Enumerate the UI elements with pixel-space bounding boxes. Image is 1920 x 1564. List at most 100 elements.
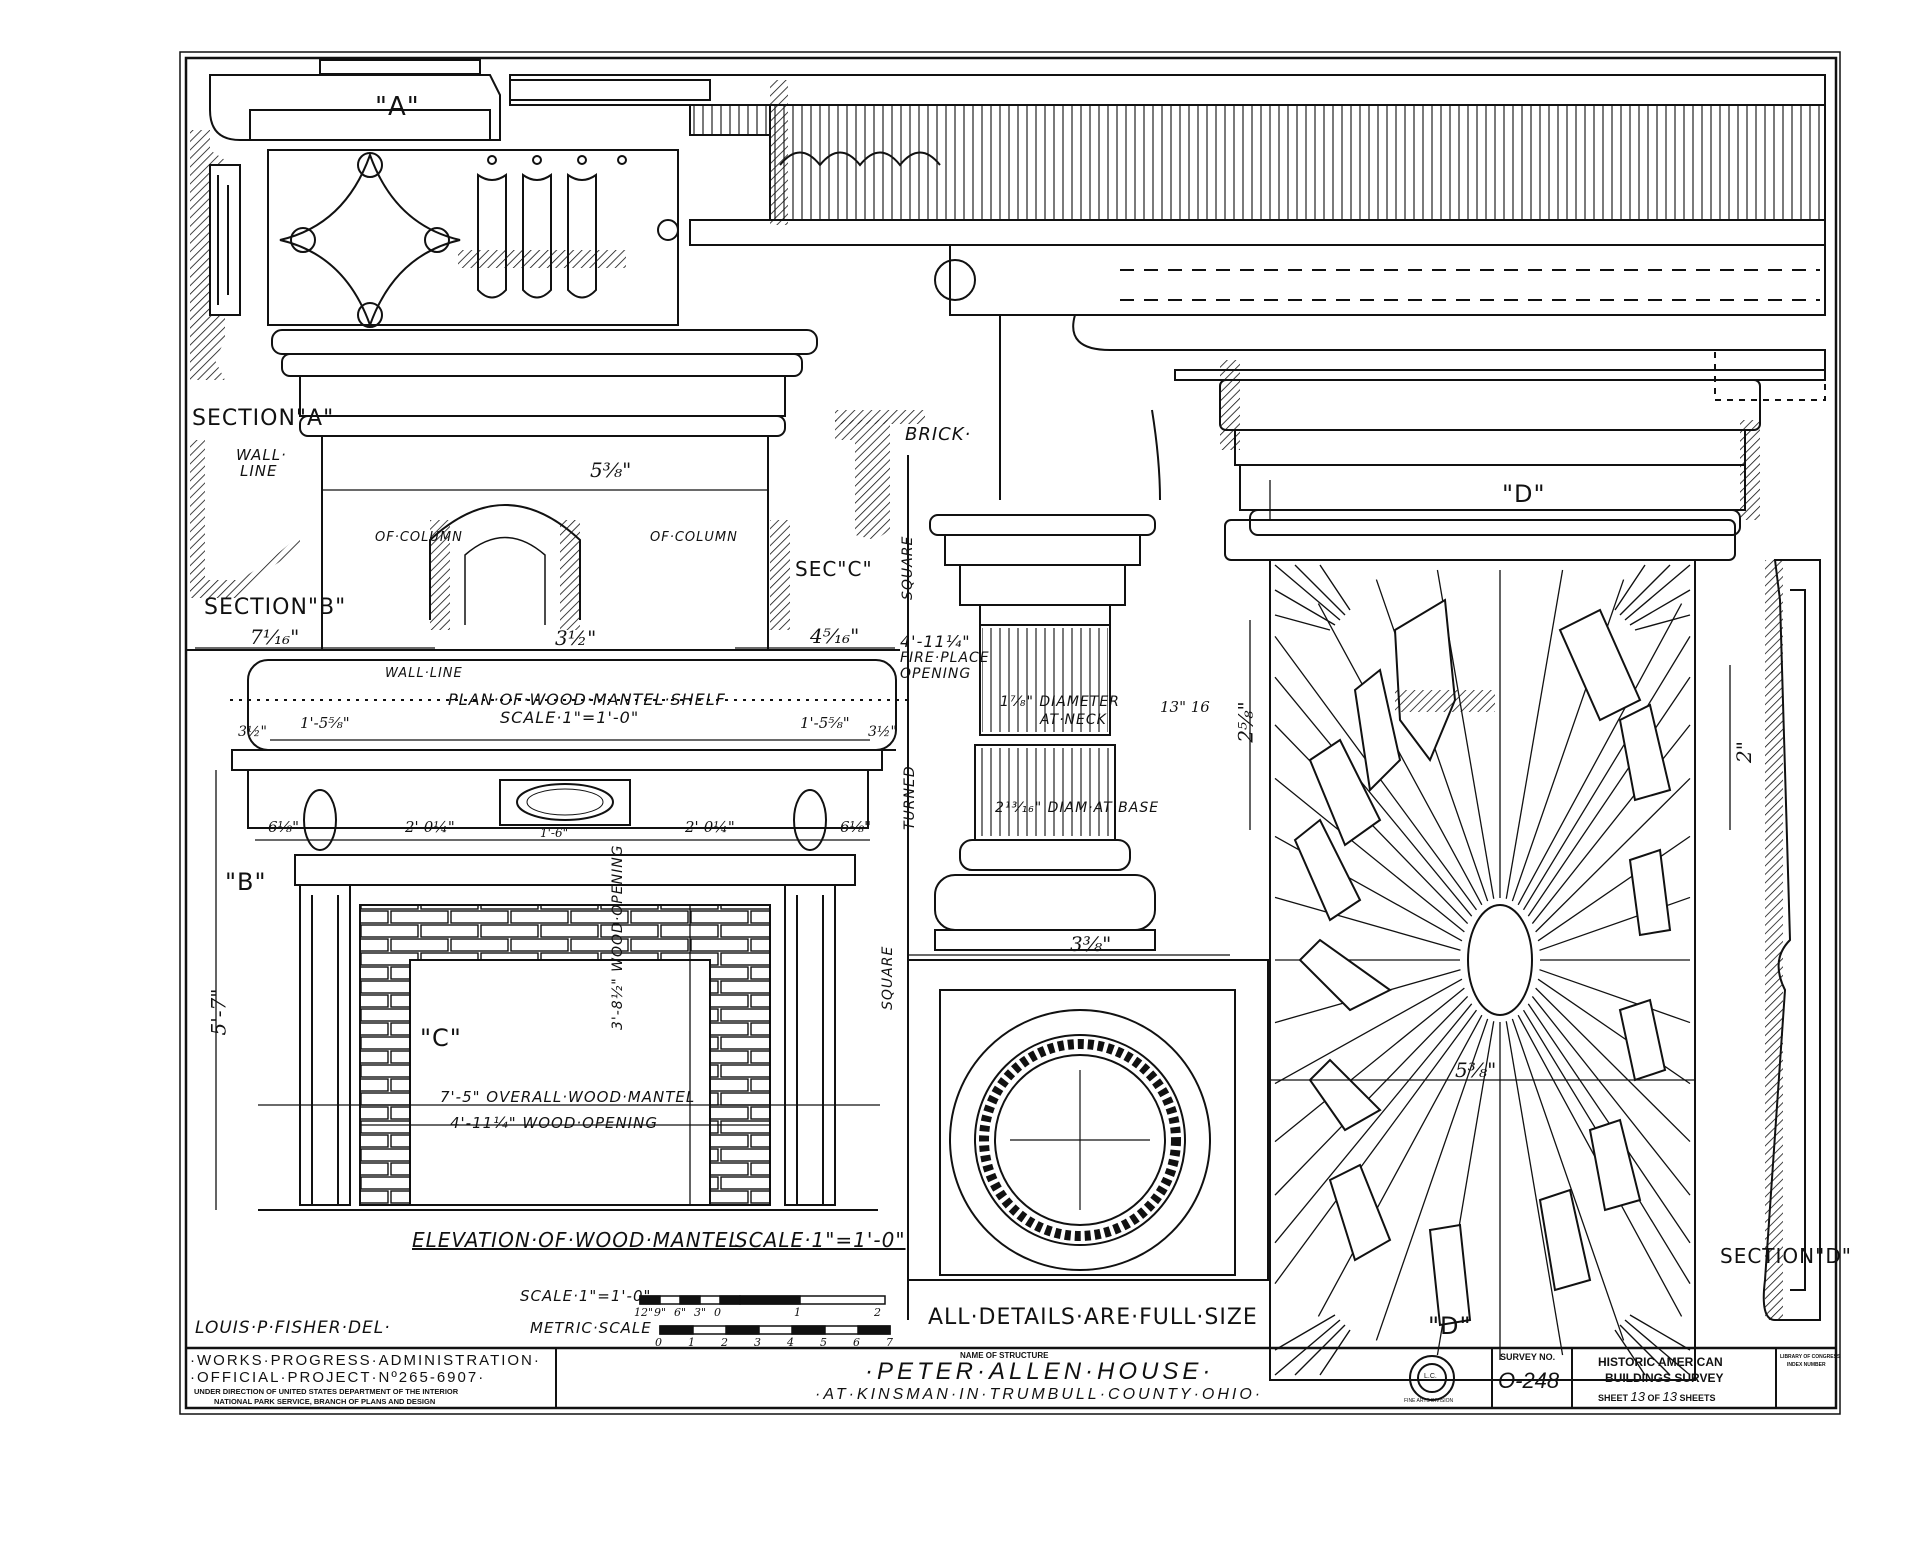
sunburst-ray — [1531, 724, 1691, 924]
overall-mantel-label: 7'-5" OVERALL·WOOD·MANTEL — [440, 1088, 696, 1106]
delineator: LOUIS·P·FISHER·DEL· — [195, 1318, 391, 1338]
turned-label: TURNED — [902, 765, 918, 830]
scale-tick-label: 6" — [674, 1306, 687, 1319]
diam-base-label: 2¹³⁄₁₆" DIAM·AT·BASE — [995, 800, 1160, 816]
dim-5-3-8-top: 5³⁄₈" — [590, 458, 632, 482]
of-column-left: OF·COLUMN — [375, 530, 463, 545]
section-d-mark-bottom: "D" — [1428, 1312, 1472, 1340]
plan-wall-hatch — [190, 410, 925, 630]
loc-line-1: LIBRARY OF CONGRESS — [1780, 1354, 1841, 1360]
sunburst-ray — [1274, 987, 1465, 1143]
metric-scale-label: METRIC·SCALE — [530, 1319, 652, 1337]
metric-tick-label: 5 — [820, 1336, 827, 1349]
dim-2-0-1-4-left: 2'-0¼" — [405, 818, 455, 836]
sunburst-ray — [1535, 777, 1691, 933]
sheet-suffix: SHEETS — [1679, 1393, 1716, 1403]
sunburst-ray — [1274, 1003, 1473, 1244]
wpa-line-4: NATIONAL PARK SERVICE, BRANCH OF PLANS A… — [214, 1397, 436, 1406]
wall-line-label-1: WALL· — [236, 446, 287, 464]
seal-center: L.C. — [1424, 1373, 1437, 1380]
scale-tick-label: 2 — [874, 1306, 881, 1319]
dim-3-1-2-right: 3½" — [868, 724, 897, 740]
dim-5-3-8-capital: 5³⁄₈" — [1455, 1058, 1497, 1082]
dim-3-1-2: 3½" — [555, 626, 597, 650]
loc-line-2: INDEX NUMBER — [1787, 1362, 1826, 1368]
sunburst-ray — [1527, 676, 1691, 917]
sunburst-ray — [1505, 569, 1564, 899]
sunburst-ray — [1375, 1018, 1489, 1341]
sunburst-ray — [1317, 603, 1483, 906]
dim-2: 2" — [1731, 741, 1756, 763]
sunburst-ray — [1539, 969, 1691, 1024]
section-b-label: SECTION"B" — [204, 595, 347, 620]
habs-line-1: HISTORIC AMERICAN — [1598, 1355, 1723, 1369]
dim-6-1-8-right: 6⅛" — [840, 818, 871, 836]
sheet-no: 13 — [1630, 1389, 1645, 1404]
square-label-top: SQUARE — [900, 535, 916, 600]
section-a-profile — [190, 130, 241, 380]
scale-tick-label: 0 — [714, 1306, 721, 1319]
dim-7-1-16: 7¹⁄₁₆" — [250, 625, 300, 649]
habs-line-2: BUILDINGS SURVEY — [1605, 1371, 1724, 1385]
wpa-line-1: ·WORKS·PROGRESS·ADMINISTRATION· — [190, 1352, 541, 1369]
metric-tick-label: 4 — [787, 1336, 794, 1349]
fire-place-opening: OPENING — [900, 666, 972, 682]
section-a-label: SECTION"A" — [192, 406, 335, 431]
diameter-neck-label-2: AT·NECK — [1040, 712, 1107, 728]
sunburst-ray — [1517, 603, 1683, 906]
sunburst-ray — [1317, 1014, 1483, 1317]
section-d-mark-top: "D" — [1502, 480, 1546, 508]
plan-title: PLAN·OF·WOOD·MANTEL·SHELF — [448, 690, 726, 709]
scale-tick-label: 3" — [694, 1306, 707, 1319]
metric-tick-label: 2 — [721, 1336, 728, 1349]
dim-1-6: 1'-6" — [540, 826, 569, 840]
sunburst-ray — [1274, 978, 1463, 1085]
rosette-bead-ring — [979, 1039, 1181, 1241]
sunburst-ray — [1274, 777, 1465, 933]
sunburst-ray — [1274, 995, 1469, 1196]
frieze-hatch-band — [458, 250, 626, 268]
of-column-right: OF·COLUMN — [650, 530, 738, 545]
name-of-structure-caption: NAME OF STRUCTURE — [960, 1351, 1049, 1360]
dim-1-5-5-8-right: 1'-5⁵⁄₈" — [800, 714, 850, 732]
section-b-mark: "B" — [225, 868, 267, 896]
section-d-hatch — [1765, 560, 1783, 1320]
column-neck-flutes — [982, 628, 1108, 732]
diameter-neck-label-1: 1⁷⁄₈" DIAMETER — [1000, 694, 1120, 710]
brick-label: BRICK· — [905, 424, 972, 445]
sheet-number: SHEET 13 OF 13 SHEETS — [1598, 1389, 1716, 1404]
sec-c-label: SEC"C" — [795, 557, 873, 581]
details-note: ALL·DETAILS·ARE·FULL·SIZE — [928, 1305, 1258, 1330]
metric-tick-label: 0 — [655, 1336, 662, 1349]
metric-tick-label: 6 — [853, 1336, 860, 1349]
dimension-lines — [195, 480, 1731, 1210]
entablature-detail — [509, 74, 1826, 536]
sheet-of: OF — [1647, 1393, 1661, 1403]
sunburst-ray — [1522, 636, 1691, 911]
section-c-mark: "C" — [420, 1024, 462, 1052]
metric-tick-label: 1 — [688, 1336, 695, 1349]
title-block-frame — [185, 1347, 1837, 1409]
sunburst-ray — [1505, 1021, 1564, 1356]
sheet-total: 13 — [1662, 1389, 1677, 1404]
elevation-scale: SCALE·1"=1'-0" — [735, 1228, 906, 1252]
dim-13-16: 13" 16 — [1160, 698, 1210, 716]
wall-line-plan: WALL·LINE — [385, 666, 463, 681]
wpa-line-2: ·OFFICIAL·PROJECT·Nº265-6907· — [190, 1369, 486, 1386]
metric-tick-label: 7 — [886, 1336, 893, 1349]
wood-opening-vertical: 3'-8½" WOOD·OPENING — [610, 844, 626, 1030]
square-label-bottom: SQUARE — [880, 945, 896, 1010]
graphic-scale — [639, 1295, 891, 1335]
plan-scale: SCALE·1"=1'-0" — [500, 708, 640, 727]
dim-4-5-16: 4⁵⁄₁₆" — [810, 624, 860, 648]
dim-5-7: 5'-7" — [206, 988, 231, 1036]
elevation-title: ELEVATION·OF·WOOD·MANTEL — [412, 1228, 741, 1252]
dim-2-0-1-4-right: 2'-0¼" — [685, 818, 735, 836]
sunburst-ray — [1531, 996, 1691, 1196]
frieze-detail — [209, 59, 818, 650]
seal-text: FINE ARTS DIVISION — [1404, 1398, 1454, 1404]
wall-line-label-2: LINE — [240, 462, 278, 480]
sheet-prefix: SHEET — [1598, 1393, 1629, 1403]
survey-no: O-248 — [1498, 1368, 1560, 1393]
